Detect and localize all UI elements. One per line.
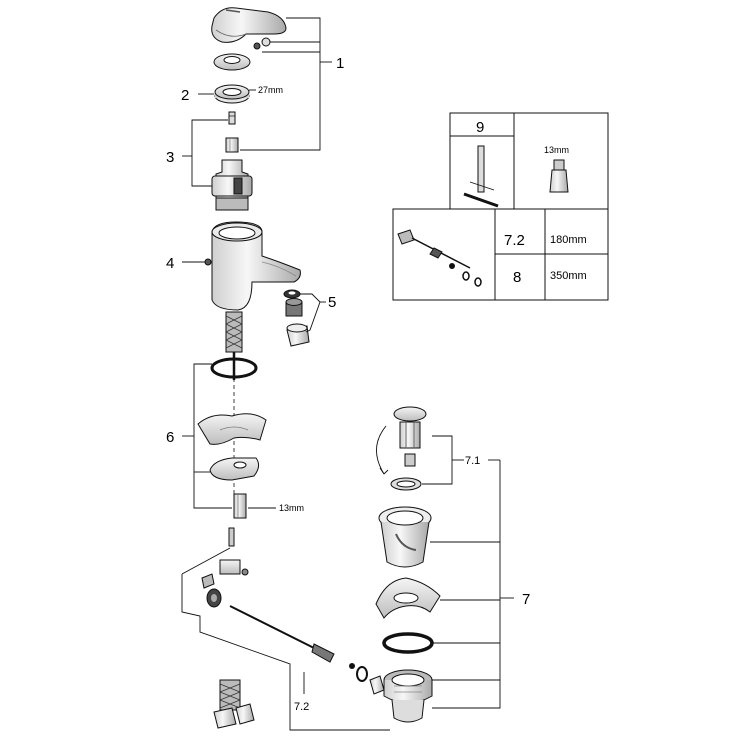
- waste-washer: [375, 577, 441, 619]
- fixing-plate: [209, 457, 260, 481]
- lever-handle: [211, 7, 287, 43]
- callout-3: 3: [166, 149, 174, 166]
- callout-7-2: 7.2: [294, 701, 309, 713]
- handle-cap-ring: [213, 53, 251, 71]
- dimension-13mm-box: 13mm: [544, 145, 569, 155]
- rotate-arrow: [376, 425, 387, 475]
- aerator-insert: [285, 298, 303, 317]
- dimension-13mm-nut: 13mm: [279, 503, 304, 513]
- callout-4: 4: [166, 255, 174, 272]
- cartridge-stem: [225, 137, 239, 153]
- braided-hose: [225, 311, 243, 380]
- callout-2: 2: [181, 87, 189, 104]
- retaining-nut: [214, 84, 250, 104]
- pull-rod: [228, 527, 235, 547]
- cartridge: [211, 159, 253, 211]
- callout-7-1: 7.1: [465, 455, 480, 467]
- connection-hoses: [213, 679, 255, 729]
- pivot-nut: [206, 588, 222, 608]
- tool-number: 9: [476, 119, 484, 136]
- callout-7: 7: [522, 591, 530, 608]
- leader-7: [422, 435, 514, 709]
- o-ring: [210, 357, 258, 379]
- faucet-body: [204, 221, 301, 311]
- grub-screw: [253, 37, 271, 50]
- aerator-washer: [283, 289, 301, 299]
- callout-5: 5: [328, 294, 336, 311]
- support-half-moon: [197, 413, 267, 445]
- horizontal-rod: [229, 605, 385, 695]
- rod-clamp: [201, 559, 249, 589]
- table-part-b: 8: [513, 269, 521, 286]
- table-part-a: 7.2: [504, 232, 525, 249]
- leader-3: [182, 119, 228, 187]
- fixing-nut: [233, 493, 247, 519]
- table-length-b: 350mm: [550, 270, 587, 282]
- leader-6: [182, 363, 232, 509]
- leader-5: [300, 293, 326, 333]
- tool-box: [449, 112, 609, 210]
- popup-seal: [390, 477, 422, 491]
- rod-frame-lines: [181, 547, 390, 731]
- waste-body: [378, 506, 432, 568]
- table-length-a: 180mm: [550, 234, 587, 246]
- popup-plug: [393, 406, 427, 467]
- cartridge-screw: [228, 111, 236, 125]
- callout-1: 1: [336, 55, 344, 72]
- length-table: [392, 208, 609, 301]
- aerator-housing: [286, 323, 310, 347]
- dimension-27mm: 27mm: [258, 85, 283, 95]
- waste-o-ring: [382, 632, 434, 654]
- leader-1: [240, 17, 332, 151]
- callout-6: 6: [166, 429, 174, 446]
- waste-nut: [383, 669, 433, 723]
